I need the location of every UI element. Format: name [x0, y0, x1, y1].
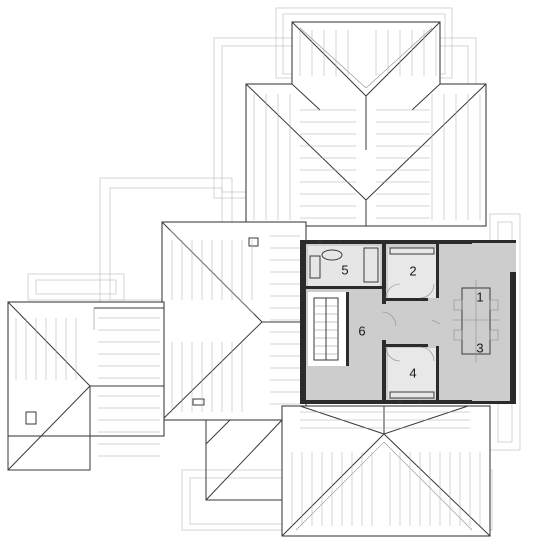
room-label-6: 6 — [358, 323, 365, 338]
room-label-2: 2 — [409, 263, 416, 278]
chimney-vent-icon — [25, 411, 37, 425]
room-label-1: 1 — [476, 289, 483, 304]
west-roof — [161, 221, 307, 421]
chimney-vent-icon — [248, 237, 259, 247]
skylight-icon — [192, 398, 205, 406]
far-west-roof — [7, 301, 165, 471]
upper-floor-plan — [300, 240, 516, 404]
room-labels: 1 2 3 4 5 6 — [341, 262, 483, 380]
north-roof — [245, 21, 487, 227]
washbasin-icon — [309, 247, 379, 283]
room-label-4: 4 — [409, 365, 416, 380]
roof-plank-hatching — [15, 30, 481, 526]
room-label-5: 5 — [341, 262, 348, 277]
room-label-3: 3 — [476, 340, 483, 355]
dining-table-icon — [452, 280, 500, 362]
staircase-icon — [313, 297, 339, 361]
south-roof — [205, 405, 491, 537]
